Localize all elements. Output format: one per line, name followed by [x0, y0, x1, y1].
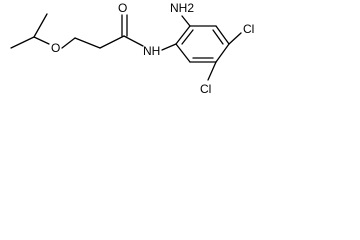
ring-bond-3 — [215, 25, 230, 45]
bond-ch2-to-carbonyl — [99, 35, 125, 49]
ring-bond-4 — [215, 43, 230, 63]
bond-ring-to-cl-upper — [228, 32, 242, 45]
ring-double-inner-2 — [212, 29, 224, 45]
atom-label-ether-o: O — [51, 41, 60, 55]
structure-canvas: NH2 O O NH Cl Cl — [10, 1, 255, 96]
bond-isopropyl-to-ether-o — [33, 36, 50, 45]
atom-label-cl-lower: Cl — [200, 82, 211, 96]
bond-ring-to-nh2 — [181, 15, 191, 27]
chemical-structure-diagram: NH2 O O NH Cl Cl — [10, 1, 254, 96]
bond-methyl-left — [10, 36, 35, 49]
bond-carbonyl-to-amide-n — [123, 35, 144, 47]
ring-bond-1 — [175, 25, 191, 45]
bond-ch2-ch2 — [74, 37, 101, 49]
bond-ring-to-cl-lower — [207, 61, 217, 81]
atom-label-amide-nh: NH — [143, 44, 160, 58]
atom-label-carbonyl-o: O — [118, 1, 127, 15]
bond-amide-n-to-ring — [161, 43, 177, 51]
ring-bond-6 — [175, 43, 191, 63]
ring-double-inner-1 — [181, 29, 194, 45]
atom-label-cl-upper: Cl — [243, 22, 254, 36]
bond-ether-o-to-ch2 — [61, 37, 76, 49]
bond-methyl-upper — [33, 13, 48, 38]
atom-label-nh2: NH2 — [170, 1, 194, 15]
